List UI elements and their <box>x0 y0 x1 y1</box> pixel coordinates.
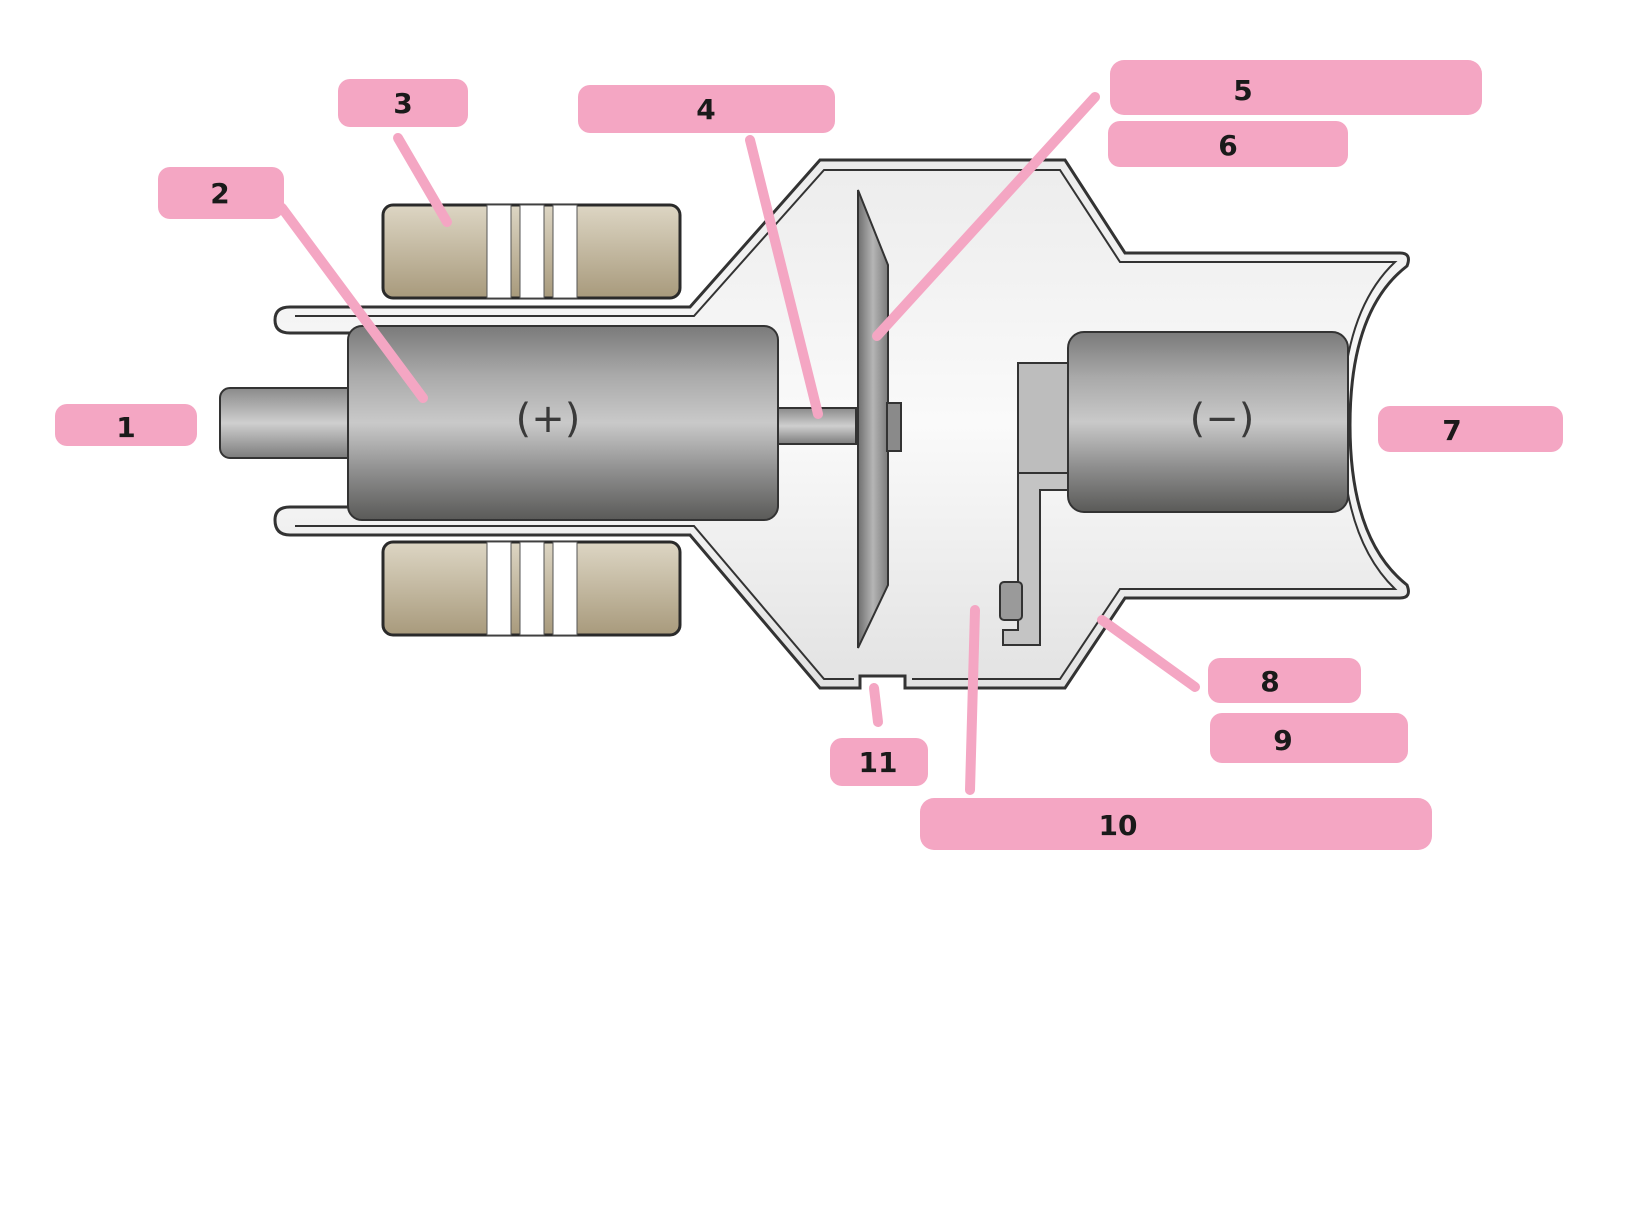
label-box-6 <box>1108 121 1348 167</box>
label-box-5 <box>1110 60 1482 115</box>
rotor-stem <box>777 407 857 445</box>
label-box-11 <box>830 738 928 786</box>
pointer-10 <box>965 605 980 795</box>
cathode-support-arm <box>1017 362 1069 474</box>
label-box-2 <box>158 167 284 219</box>
pointer-11 <box>869 683 883 727</box>
label-box-8 <box>1208 658 1361 703</box>
label-10: 10 <box>1099 809 1138 842</box>
pointer-2 <box>277 203 428 403</box>
label-4: 4 <box>696 93 715 126</box>
label-box-7 <box>1378 406 1563 452</box>
cathode-polarity: (−) <box>1190 396 1255 442</box>
cathode-housing <box>1067 331 1349 513</box>
label-11: 11 <box>859 746 898 779</box>
label-box-9 <box>1210 713 1408 763</box>
anode-polarity: (+) <box>516 396 581 442</box>
label-7: 7 <box>1442 414 1461 447</box>
pointer-4 <box>745 135 823 419</box>
label-2: 2 <box>210 177 229 210</box>
label-box-1 <box>55 404 197 446</box>
anode-disk <box>857 189 889 649</box>
anode-disk-hub <box>886 402 902 452</box>
filament <box>999 581 1023 621</box>
label-6: 6 <box>1218 129 1237 162</box>
label-9: 9 <box>1273 724 1292 757</box>
pointer-3 <box>393 133 452 227</box>
label-box-10 <box>920 798 1432 850</box>
label-box-4 <box>578 85 835 133</box>
label-1: 1 <box>116 411 135 444</box>
pointer-8 <box>1097 615 1200 692</box>
pointer-5 <box>872 92 1100 341</box>
stator-bottom <box>381 540 682 637</box>
label-5: 5 <box>1233 74 1252 107</box>
label-box-3 <box>338 79 468 127</box>
label-8: 8 <box>1260 665 1279 698</box>
label-3: 3 <box>393 87 412 120</box>
stator-top <box>381 203 682 300</box>
